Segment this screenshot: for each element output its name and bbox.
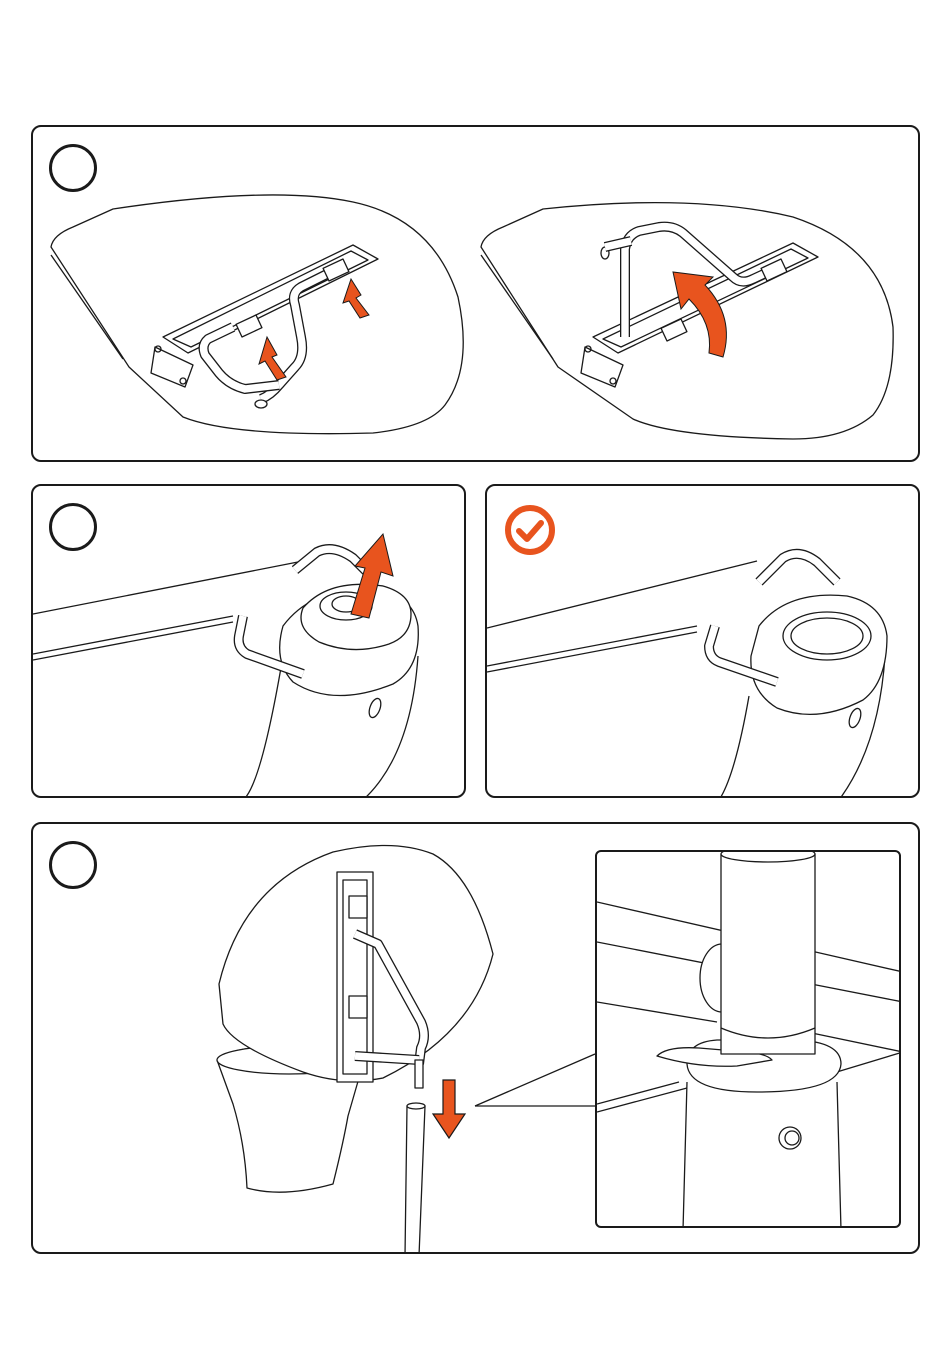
detail-illustration	[597, 852, 901, 1228]
result-panel	[485, 484, 920, 798]
upper-pole	[721, 854, 815, 1054]
connector-pin	[415, 1060, 423, 1088]
step-2-panel	[31, 484, 466, 798]
insert-arrow	[433, 1080, 465, 1138]
pole-bolt	[779, 1127, 801, 1149]
pole-section	[405, 1106, 425, 1254]
step-1-panel	[31, 125, 920, 462]
lower-pole	[683, 1082, 841, 1228]
step-2-illustration	[33, 486, 466, 798]
step-3-panel	[31, 822, 920, 1254]
result-illustration	[487, 486, 920, 798]
step-1-illustration	[33, 127, 920, 462]
detail-inset	[595, 850, 901, 1228]
